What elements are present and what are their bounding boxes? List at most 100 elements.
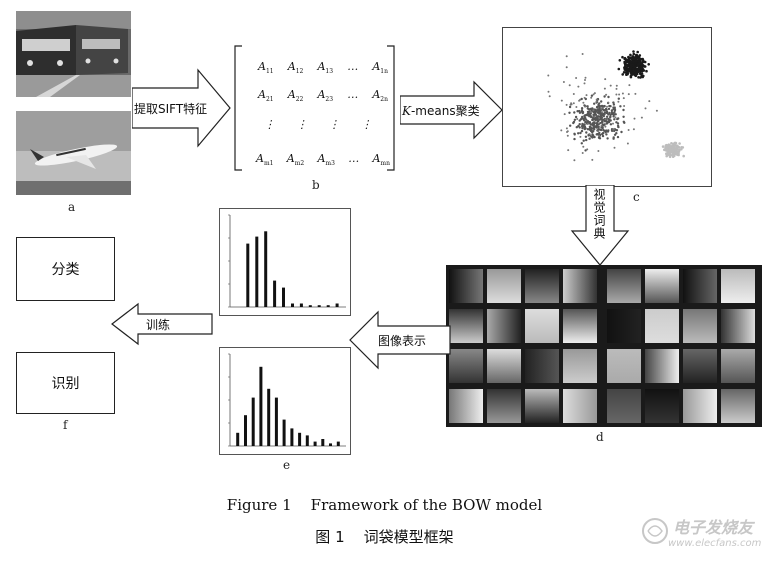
- cluster-point: [681, 146, 685, 149]
- cell: ⋮: [296, 118, 308, 131]
- visual-word-patch: [721, 389, 755, 423]
- cluster-point: [637, 57, 640, 60]
- cluster-point: [623, 61, 627, 65]
- cluster-point: [640, 69, 644, 73]
- cluster-point: [596, 132, 599, 136]
- cluster-point: [612, 103, 616, 106]
- cluster-point: [623, 121, 626, 125]
- cluster-point: [632, 52, 636, 56]
- cluster-point: [609, 116, 612, 119]
- cluster-point: [573, 111, 576, 114]
- cluster-point: [590, 129, 593, 133]
- cluster-point: [588, 121, 591, 124]
- cluster-point: [598, 131, 601, 135]
- visual-words-grid: [446, 265, 762, 427]
- cluster-point: [655, 109, 658, 112]
- cluster-point: [604, 78, 607, 81]
- cluster-point: [631, 71, 635, 74]
- cluster-point: [640, 116, 643, 119]
- cluster-point: [580, 109, 584, 112]
- cluster-point: [596, 115, 599, 118]
- cluster-point: [591, 158, 594, 161]
- histogram-bar: [267, 388, 271, 446]
- cluster-point: [604, 118, 607, 121]
- cluster-point: [580, 142, 583, 145]
- cluster-point: [602, 131, 605, 135]
- cluster-point: [597, 130, 600, 133]
- patch-grid: [449, 269, 755, 423]
- cluster-point: [661, 145, 665, 148]
- cluster-point: [673, 148, 677, 152]
- cluster-point: [667, 149, 671, 152]
- histogram-bar: [273, 280, 277, 307]
- cluster-point: [572, 93, 575, 95]
- cluster-point: [633, 56, 636, 59]
- watermark-url: www.elecfans.com: [668, 538, 762, 549]
- visual-word-patch: [449, 269, 483, 303]
- histogram-bar: [326, 305, 330, 307]
- cluster-point: [586, 107, 589, 110]
- cluster-point: [627, 59, 630, 62]
- cluster-point: [632, 67, 635, 71]
- cluster-point: [633, 60, 637, 63]
- cluster-point: [568, 105, 572, 109]
- cluster-point: [641, 65, 645, 68]
- visual-word-patch: [525, 269, 559, 303]
- cluster-point: [591, 118, 594, 121]
- histogram-bar: [329, 443, 332, 446]
- cluster-point: [607, 107, 611, 111]
- cluster-point: [604, 119, 607, 123]
- cluster-point: [584, 135, 588, 138]
- cluster-point: [566, 130, 569, 133]
- histogram-bar: [259, 366, 263, 446]
- cluster-point: [627, 63, 631, 66]
- cell: A12: [287, 60, 304, 76]
- cluster-point: [578, 111, 582, 115]
- cluster-point: [586, 105, 589, 108]
- visual-word-patch: [683, 269, 717, 303]
- cluster-point: [585, 94, 588, 97]
- cluster-point: [575, 126, 578, 129]
- recognize-box: 识别: [16, 352, 115, 414]
- cluster-point: [589, 123, 593, 126]
- cluster-point: [584, 120, 587, 124]
- cluster-point: [588, 137, 591, 140]
- cluster-point: [639, 76, 642, 79]
- histogram-bar: [264, 231, 268, 307]
- cluster-point: [644, 107, 647, 110]
- cluster-point: [583, 82, 586, 85]
- cluster-point: [592, 121, 596, 124]
- cluster-point: [560, 99, 563, 102]
- cluster-point: [592, 109, 595, 112]
- cluster-point: [592, 130, 595, 133]
- cluster-point: [645, 69, 648, 73]
- cluster-point: [615, 87, 618, 90]
- cluster-point: [638, 54, 642, 57]
- cluster-point: [605, 129, 608, 132]
- visual-word-patch: [563, 389, 597, 423]
- cluster-point: [605, 115, 609, 119]
- visual-word-patch: [721, 309, 755, 343]
- cluster-point: [583, 116, 586, 119]
- histogram-bar: [308, 305, 312, 307]
- arrow-train-label: 训练: [146, 318, 171, 332]
- histogram-bar: [321, 439, 325, 446]
- histogram-bar: [244, 415, 247, 446]
- cluster-point: [601, 104, 604, 108]
- classify-label: 分类: [51, 262, 80, 278]
- cluster-point: [548, 95, 551, 98]
- cluster-point: [565, 127, 568, 130]
- cluster-point: [617, 67, 621, 71]
- cluster-point: [586, 110, 590, 114]
- histogram-bar: [336, 441, 340, 446]
- cluster-point: [584, 149, 587, 152]
- visual-word-patch: [683, 309, 717, 343]
- cluster-point: [599, 109, 602, 112]
- cluster-point: [586, 148, 589, 151]
- cluster-point: [598, 134, 600, 137]
- cluster-point: [623, 66, 627, 69]
- visual-word-patch: [525, 309, 559, 343]
- cluster-point: [607, 113, 610, 116]
- cluster-point: [619, 105, 622, 108]
- cluster-point: [602, 112, 605, 116]
